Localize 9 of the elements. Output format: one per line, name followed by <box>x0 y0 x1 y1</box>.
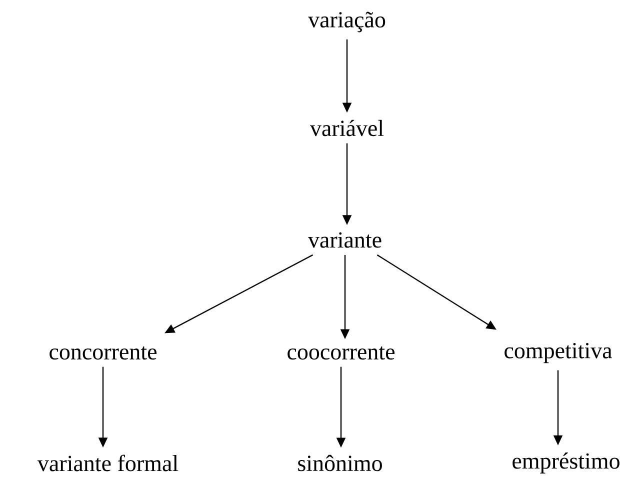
term-label: empréstimo <box>512 452 620 474</box>
term-label: concorrente <box>50 346 156 360</box>
term-label: sinônimo <box>298 454 382 472</box>
term-label: variável <box>310 120 384 136</box>
term-label: variante formal <box>37 454 178 472</box>
term-label: variante <box>308 232 382 248</box>
term-label: coocorrente <box>288 346 394 360</box>
term-label: competitiva <box>504 342 612 364</box>
term-label: variação <box>308 12 386 32</box>
